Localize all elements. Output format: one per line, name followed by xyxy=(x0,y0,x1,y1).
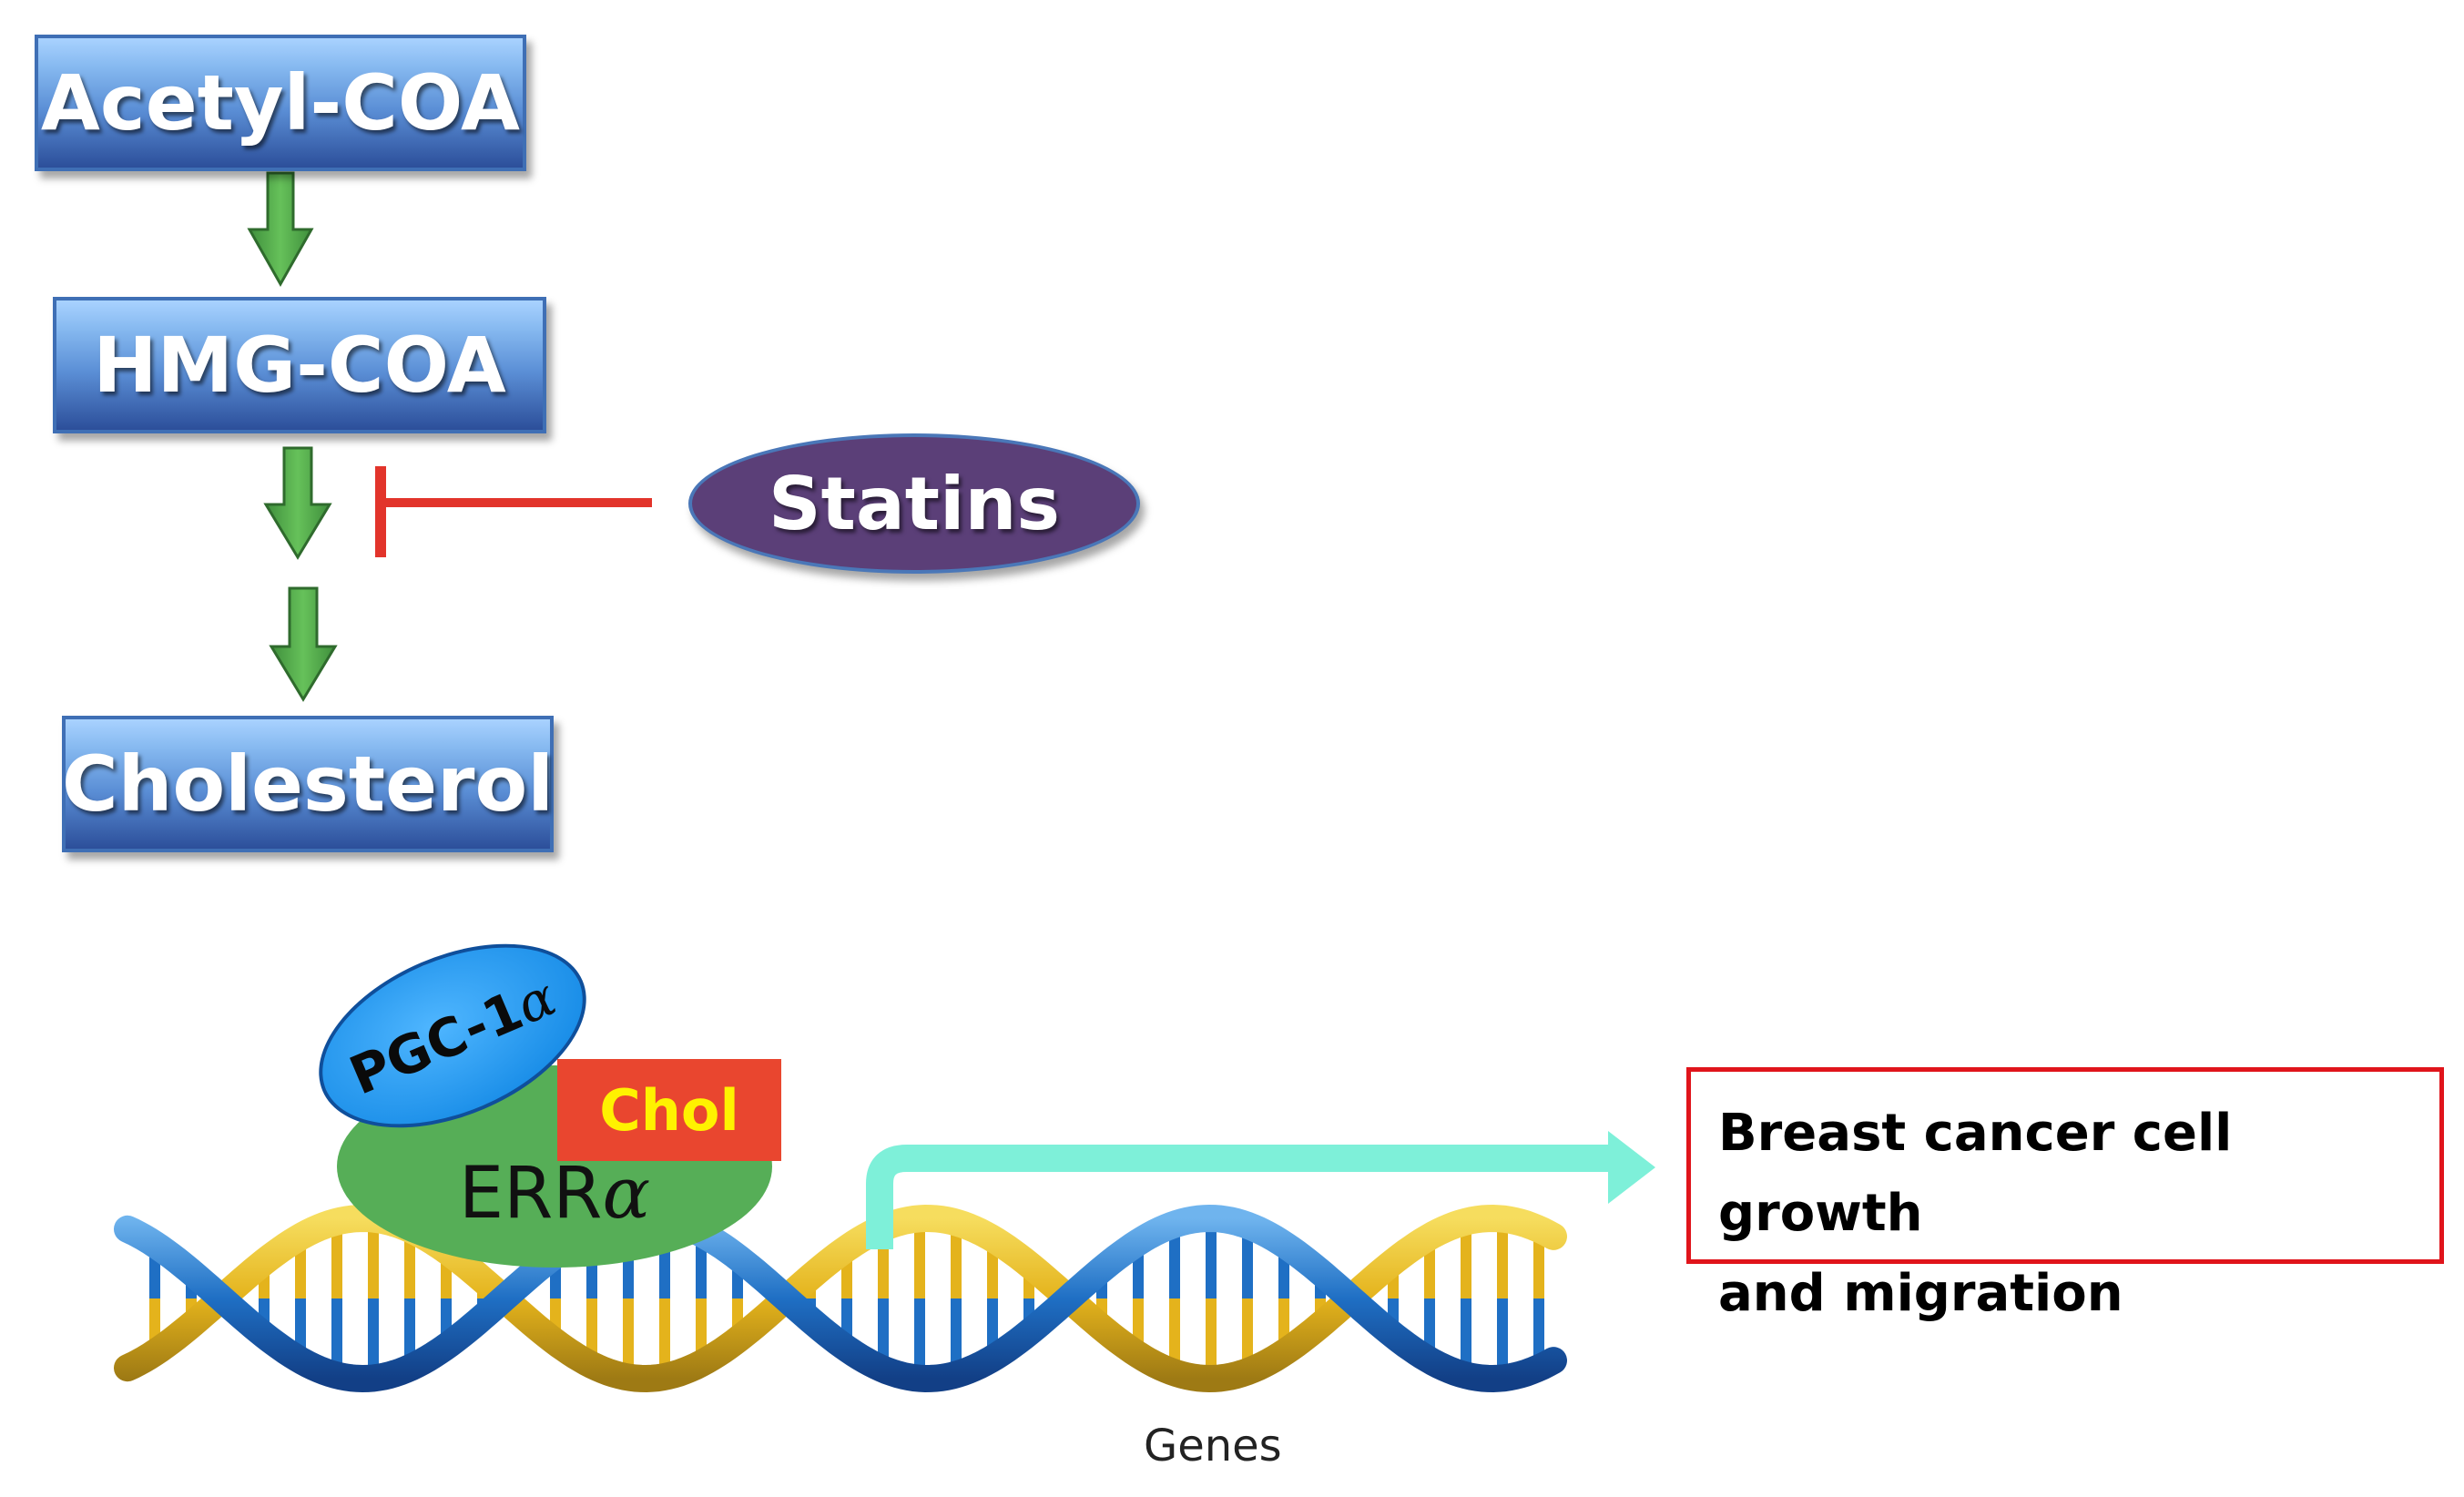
chol-ligand-badge: Chol xyxy=(557,1059,781,1161)
statin-inhibition-symbol xyxy=(375,466,652,557)
outcome-line-1: Breast cancer cell growth xyxy=(1718,1104,2233,1243)
acetyl-coa-label: Acetyl-COA xyxy=(40,58,521,148)
cholesterol-label: Cholesterol xyxy=(62,739,554,829)
acetyl-coa-box: Acetyl-COA xyxy=(35,35,526,171)
arrow-acetyl-to-hmg xyxy=(247,171,314,288)
chol-ligand-label: Chol xyxy=(599,1076,739,1144)
hmg-coa-box: HMG-COA xyxy=(53,297,546,433)
outcome-line-2: and migration xyxy=(1718,1264,2123,1323)
genes-label: Genes xyxy=(1144,1421,1282,1472)
transcription-arrow xyxy=(866,1131,1655,1249)
dna-strand-blue xyxy=(114,1204,1567,1393)
hmg-coa-label: HMG-COA xyxy=(93,321,506,410)
arrow-hmg-to-intermediate xyxy=(263,446,332,560)
statins-ellipse: Statins xyxy=(688,433,1140,574)
dna-helix xyxy=(114,1204,1567,1393)
erra-label-greek: α xyxy=(602,1153,651,1235)
cholesterol-box: Cholesterol xyxy=(62,716,554,852)
erra-label: ERRα xyxy=(459,1153,650,1235)
pgc-1a-label-text: PGC-1 xyxy=(341,979,532,1107)
dna-strand-gold xyxy=(114,1204,1567,1393)
arrow-intermediate-to-cholesterol xyxy=(269,586,338,702)
outcome-box: Breast cancer cell growth and migration xyxy=(1686,1067,2444,1323)
erra-label-text: ERR xyxy=(458,1153,603,1235)
statins-label: Statins xyxy=(768,461,1061,546)
